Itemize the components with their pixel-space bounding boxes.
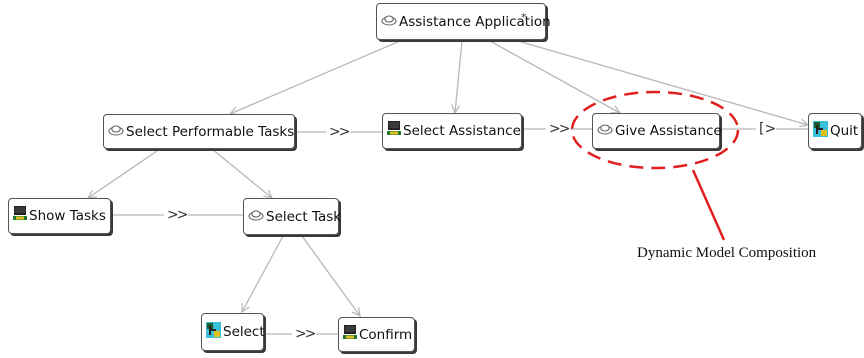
- node-confirm[interactable]: Confirm: [338, 317, 415, 352]
- node-show-tasks[interactable]: Show Tasks: [8, 198, 111, 234]
- annotation-label: Dynamic Model Composition: [637, 245, 817, 261]
- node-label: Confirm: [359, 326, 413, 343]
- node-label: Give Assistance: [615, 123, 722, 139]
- node-quit[interactable]: Quit: [808, 113, 862, 149]
- edge-spt-to-show-tasks: [88, 148, 161, 198]
- iteration-marker: *: [521, 11, 527, 24]
- node-select-task[interactable]: Select Task: [243, 198, 342, 235]
- node-label: Select Assistance: [403, 123, 521, 139]
- edge-app-to-quit: [517, 40, 808, 125]
- operator-disabling: [>: [759, 121, 777, 137]
- edge-app-to-select-performable-tasks: [230, 40, 401, 114]
- operator-enabling: >>: [295, 326, 317, 342]
- edge-spt-to-select-task: [211, 148, 272, 198]
- node-label: Quit: [830, 123, 859, 139]
- abstract-task-icon: [381, 14, 397, 30]
- abstract-task-icon: [108, 124, 124, 140]
- node-select-assistance[interactable]: Select Assistance: [382, 113, 522, 149]
- node-label: Select Performable Tasks: [126, 123, 295, 140]
- node-label: Assistance Application: [399, 13, 551, 30]
- abstract-task-icon: [597, 123, 613, 139]
- annotation-pointer-line: [691, 169, 726, 241]
- interaction-task-icon: [13, 206, 27, 226]
- node-label: Select Task: [266, 208, 342, 225]
- node-select[interactable]: Select: [201, 313, 265, 351]
- edge-app-to-give-assistance: [489, 40, 620, 113]
- user-task-icon: [813, 121, 828, 141]
- edge-select-task-to-confirm: [301, 235, 360, 316]
- abstract-task-icon: [248, 209, 264, 225]
- node-select-performable-tasks[interactable]: Select Performable Tasks: [103, 114, 295, 149]
- node-label: Select: [223, 324, 265, 340]
- edge-app-to-select-assistance: [455, 40, 463, 113]
- node-assistance-application[interactable]: Assistance Application: [376, 3, 551, 40]
- edge-select-task-to-select: [242, 235, 284, 312]
- user-task-icon: [206, 322, 221, 342]
- node-give-assistance[interactable]: Give Assistance: [592, 113, 722, 149]
- interaction-task-icon: [387, 121, 401, 141]
- operator-enabling: >>: [329, 124, 351, 140]
- node-label: Show Tasks: [29, 208, 106, 224]
- operator-enabling: >>: [167, 207, 189, 223]
- interaction-task-icon: [343, 324, 357, 345]
- highlight-ellipse: [570, 90, 740, 170]
- operator-enabling: >>: [549, 121, 571, 137]
